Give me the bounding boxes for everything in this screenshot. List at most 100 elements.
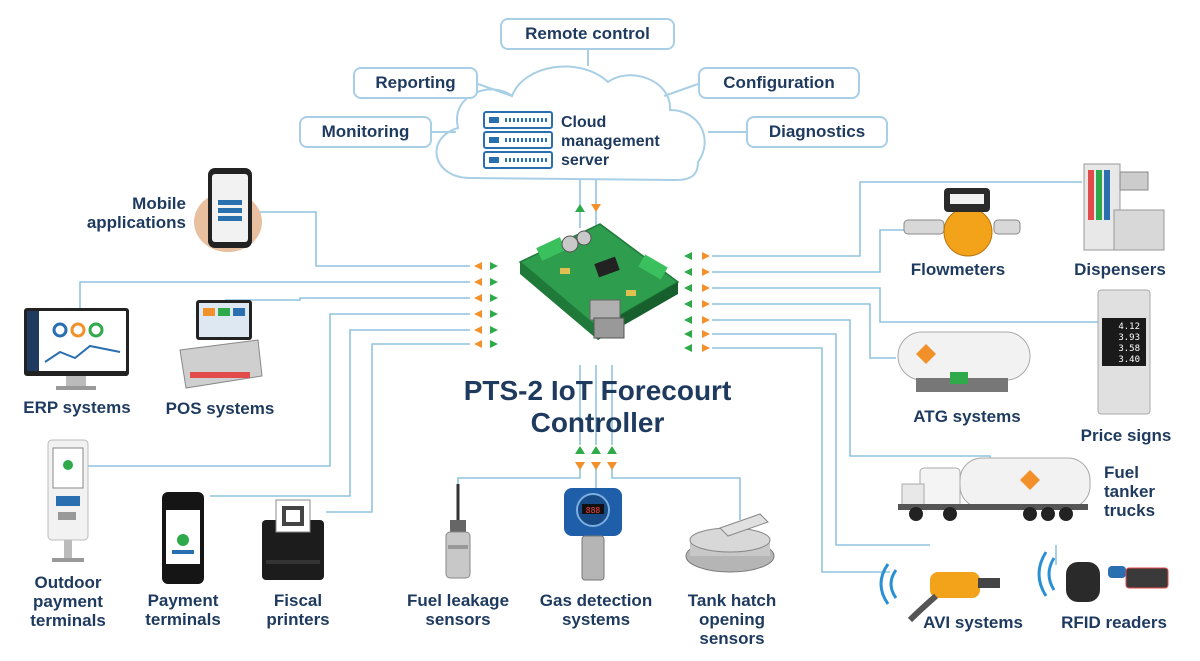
arrow-in-icon [684,284,692,292]
cloud-label-line: management [561,133,660,150]
remote-control-pill: Remote control [500,18,675,50]
arrow-out-icon [474,310,482,318]
arrow-out-icon [702,330,710,338]
label-line: Price signs [1080,426,1172,445]
arrow-out-icon [702,316,710,324]
gas-detection-systems-label: Gas detection systems [528,591,664,629]
diagnostics-pill: Diagnostics [746,116,888,148]
flowmeters-label: Flowmeters [898,260,1018,279]
erp-systems-label: ERP systems [14,398,140,417]
left-arrow-pairs [474,262,498,348]
arrow-out-icon [474,262,482,270]
gas-display-value: 888 [586,506,601,515]
dispensers-label: Dispensers [1062,260,1178,279]
avi-systems-label: AVI systems [910,613,1036,632]
arrow-in-icon [684,330,692,338]
fuel-leakage-sensors-label: Fuel leakage sensors [394,591,522,629]
smartphone-image [194,168,262,252]
arrow-out-icon [702,284,710,292]
price-sign-image: 4.12 3.93 3.58 3.40 [1097,289,1151,415]
price-value-1: 4.12 [1118,322,1140,332]
arrow-in-icon [490,340,498,348]
label-line: Fiscal [273,591,323,610]
label-line: Tank hatch [687,591,777,610]
rfid-reader-image [1037,551,1169,602]
dispenser-image [1083,163,1165,251]
cloud-label-line: server [561,152,610,169]
label-line: ERP systems [23,398,131,417]
arrow-out-icon [702,344,710,352]
controller-board [518,223,680,340]
arrow-out-icon [702,300,710,308]
fiscal-printers-label: Fiscal printers [250,591,346,629]
arrow-in-icon [490,294,498,302]
cloud-function-connectors [432,50,746,133]
label-line: AVI systems [923,613,1023,632]
label-line: applications [86,213,186,232]
arrow-out-icon [474,340,482,348]
label-line: Flowmeters [910,260,1006,279]
pos-terminal-image [179,300,263,389]
arrow-out-icon [474,294,482,302]
label-line: terminals [30,611,106,630]
price-value-4: 3.40 [1118,355,1140,365]
payment-terminal-image [162,492,204,584]
tank-hatch-opening-sensors-label: Tank hatch opening sensors [672,591,792,648]
price-value-2: 3.93 [1118,333,1140,343]
arrow-out-icon [474,278,482,286]
label-line: tanker [1104,482,1156,501]
label-line: Gas detection [539,591,653,610]
label-line: systems [561,610,631,629]
controller-title: PTS-2 IoT Forecourt Controller [430,375,765,439]
fuel-tanker-trucks-label: Fuel tanker trucks [1104,463,1184,520]
label-line: sensors [425,610,491,629]
label-line: POS systems [165,399,275,418]
mobile-applications-label: Mobile applications [62,194,186,232]
label-line: Outdoor [34,573,102,592]
label-line: ATG systems [913,407,1021,426]
tank-hatch-image [685,513,775,573]
erp-monitor-image [24,308,129,390]
label-line: opening [698,610,766,629]
leakage-sensor-image [445,484,471,579]
fiscal-printer-image [262,499,324,580]
arrow-out-icon [474,326,482,334]
monitoring-pill: Monitoring [299,116,432,148]
arrow-in-icon [490,326,498,334]
label-line: Fuel [1104,463,1139,482]
controller-title-line: Controller [530,407,665,438]
label-line: Fuel leakage [406,591,510,610]
arrow-in-icon [490,262,498,270]
outdoor-payment-terminals-label: Outdoor payment terminals [8,573,128,630]
right-arrow-pairs [684,252,710,352]
price-value-3: 3.58 [1118,344,1140,354]
configuration-pill: Configuration [698,67,860,99]
atg-tank-image [897,331,1031,392]
arrow-in-icon [490,310,498,318]
flowmeter-image [903,188,1021,257]
label-line: printers [266,610,330,629]
vertical-arrows [575,204,617,470]
label-line: sensors [699,629,765,648]
reporting-pill: Reporting [353,67,478,99]
arrow-in-icon [490,278,498,286]
atg-systems-label: ATG systems [902,407,1032,426]
tanker-truck-image [898,457,1091,521]
label-line: Mobile [132,194,186,213]
label-line: terminals [145,610,221,629]
arrow-in-icon [684,252,692,260]
arrow-in-icon [684,300,692,308]
payment-terminals-label: Payment terminals [130,591,236,629]
arrow-in-icon [684,316,692,324]
cloud-server-label: Cloud management server [561,113,660,170]
outdoor-kiosk-image [47,439,89,562]
arrow-out-icon [702,252,710,260]
price-signs-label: Price signs [1066,426,1186,445]
pos-systems-label: POS systems [156,399,284,418]
label-line: Payment [147,591,219,610]
cloud-label-line: Cloud [561,114,607,131]
avi-nozzle-image [879,563,1000,623]
server-icon [483,111,553,169]
